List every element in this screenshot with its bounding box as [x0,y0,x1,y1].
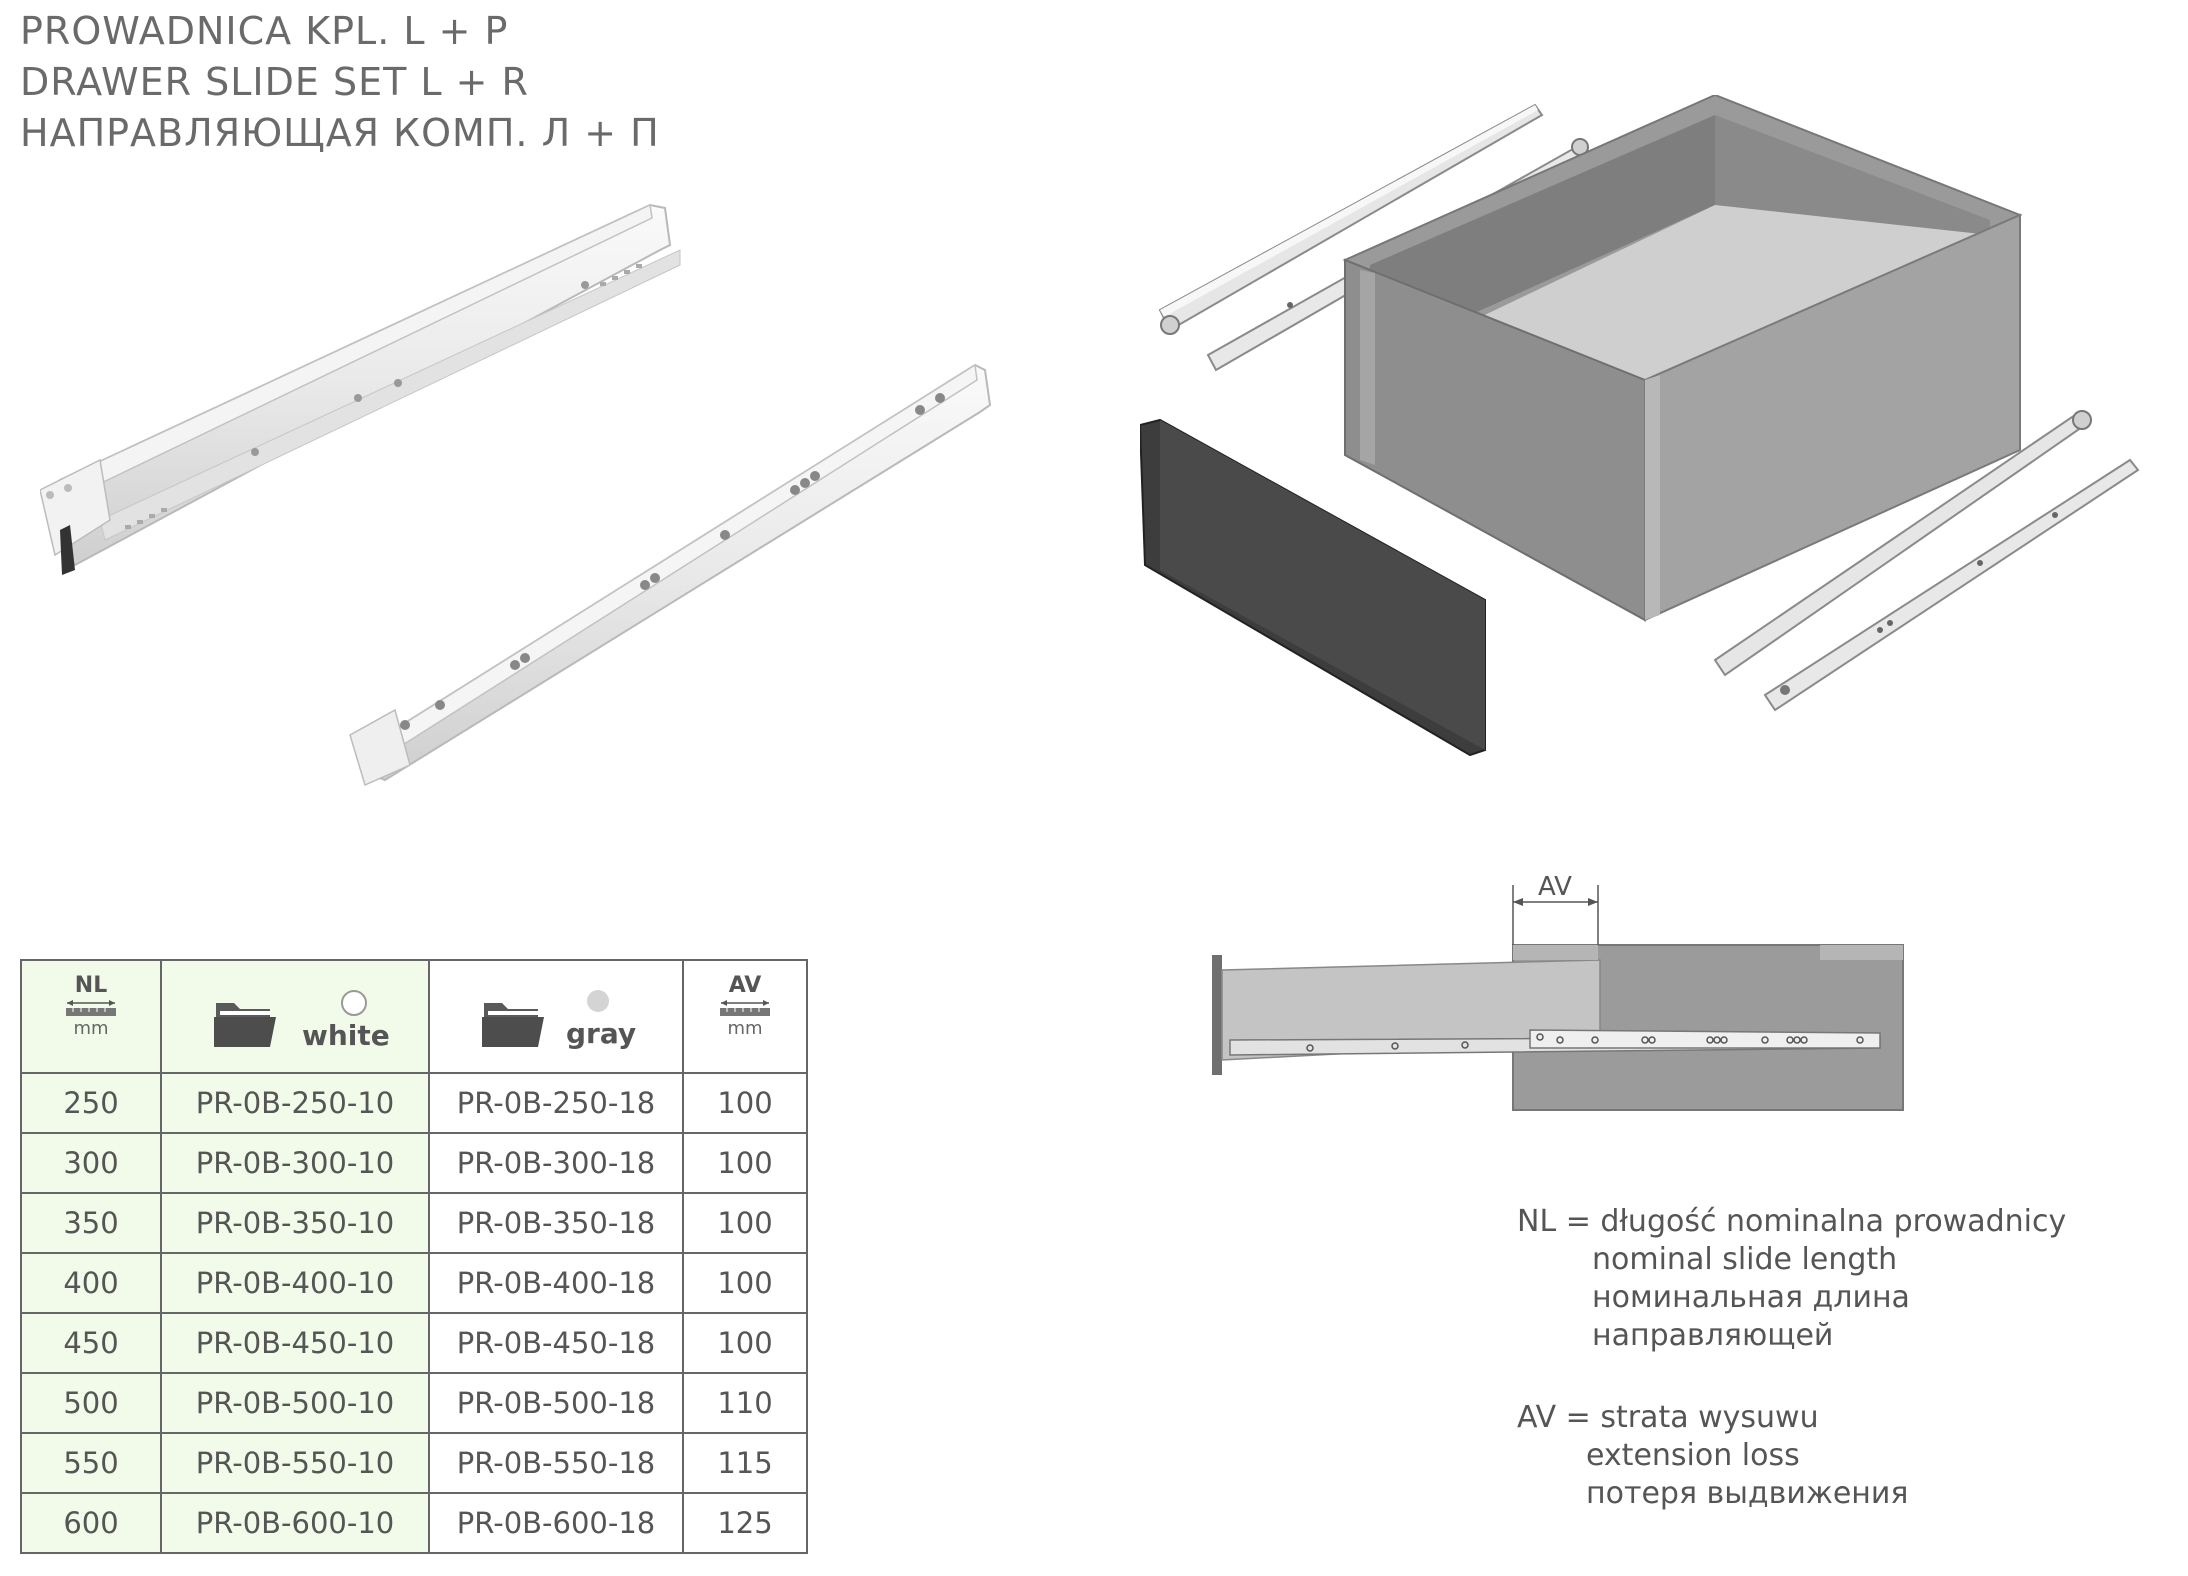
folder-icon-gray [482,1003,544,1047]
cell-white-code: PR-0B-500-10 [160,1372,430,1434]
cell-white-code: PR-0B-450-10 [160,1312,430,1374]
cell-av: 110 [682,1372,808,1434]
cell-gray-code: PR-0B-300-18 [428,1132,684,1194]
header-white: white [160,959,430,1074]
lower-slides [1713,410,2140,712]
cell-av: 100 [682,1252,808,1314]
legend-av-line2: extension loss [1586,1438,1800,1473]
header-av-label: AV [728,973,762,998]
header-nl-label: NL [74,973,108,998]
cell-gray-code: PR-0B-450-18 [428,1312,684,1374]
cell-nl: 600 [20,1492,162,1554]
legend: NL = długość nominalna prowadnicy nomina… [1517,1203,2066,1513]
cell-nl: 350 [20,1192,162,1254]
header-gray-label: gray [566,1017,637,1050]
cell-av: 100 [682,1192,808,1254]
cell-av: 115 [682,1432,808,1494]
drawer-front-panel [1140,418,1486,757]
legend-nl-line3: номинальная длина [1592,1280,1910,1315]
cell-av: 100 [682,1132,808,1194]
cell-gray-code: PR-0B-500-18 [428,1372,684,1434]
drawer-assembly-illustration [1140,95,2140,757]
header-nl: NL mm [20,959,162,1074]
header-gray: gray [428,959,684,1074]
cell-av: 125 [682,1492,808,1554]
white-swatch-icon [341,990,367,1016]
cell-white-code: PR-0B-300-10 [160,1132,430,1194]
legend-nl-line2: nominal slide length [1592,1242,1898,1277]
gray-swatch-icon [587,990,609,1012]
cabinet-slide-member [349,363,992,787]
cell-nl: 550 [20,1432,162,1494]
av-dimension-label: AV [1538,872,1572,902]
slide-pair-illustration [40,203,992,787]
cell-av: 100 [682,1072,808,1134]
legend-av-line3: потеря выдвижения [1586,1476,1909,1511]
cell-nl: 450 [20,1312,162,1374]
ruler-icon [66,1000,116,1016]
cell-white-code: PR-0B-250-10 [160,1072,430,1134]
cell-nl: 500 [20,1372,162,1434]
legend-nl-line4: направляющей [1592,1318,1834,1353]
header-white-label: white [302,1019,390,1052]
cell-white-code: PR-0B-550-10 [160,1432,430,1494]
cell-gray-code: PR-0B-600-18 [428,1492,684,1554]
header-av: AV mm [682,959,808,1074]
title-russian: НАПРАВЛЯЮЩАЯ КОМП. Л + П [20,111,660,155]
cell-nl: 300 [20,1132,162,1194]
title-block: PROWADNICA KPL. L + P DRAWER SLIDE SET L… [20,6,660,159]
cell-gray-code: PR-0B-250-18 [428,1072,684,1134]
table-row: 550 PR-0B-550-10 PR-0B-550-18 115 [20,1432,808,1494]
cell-white-code: PR-0B-600-10 [160,1492,430,1554]
drawer-box [1342,95,2023,622]
cell-white-code: PR-0B-400-10 [160,1252,430,1314]
table-header-row: NL mm [20,959,808,1074]
header-av-unit: mm [727,1018,763,1039]
folder-icon-white [214,1003,276,1047]
table-row: 350 PR-0B-350-10 PR-0B-350-18 100 [20,1192,808,1254]
table-row: 250 PR-0B-250-10 PR-0B-250-18 100 [20,1072,808,1134]
legend-av-line1: AV = strata wysuwu [1517,1400,1819,1435]
table-row: 450 PR-0B-450-10 PR-0B-450-18 100 [20,1312,808,1374]
table-row: 300 PR-0B-300-10 PR-0B-300-18 100 [20,1132,808,1194]
table-row: 400 PR-0B-400-10 PR-0B-400-18 100 [20,1252,808,1314]
cell-white-code: PR-0B-350-10 [160,1192,430,1254]
legend-nl-line1: NL = długość nominalna prowadnicy [1517,1204,2067,1239]
drawer-slide-member [40,203,681,575]
cell-gray-code: PR-0B-350-18 [428,1192,684,1254]
table-row: 600 PR-0B-600-10 PR-0B-600-18 125 [20,1492,808,1554]
cell-av: 100 [682,1312,808,1374]
title-polish: PROWADNICA KPL. L + P [20,9,509,53]
cell-nl: 250 [20,1072,162,1134]
cell-gray-code: PR-0B-400-18 [428,1252,684,1314]
extension-loss-diagram: AV [1200,860,1920,1120]
ruler-icon [720,1000,770,1016]
specification-table: NL mm [20,959,808,1554]
av-diagram-graphic: AV [1212,872,1904,1111]
title-english: DRAWER SLIDE SET L + R [20,60,529,104]
cell-gray-code: PR-0B-550-18 [428,1432,684,1494]
cell-nl: 400 [20,1252,162,1314]
header-nl-unit: mm [73,1018,109,1039]
table-row: 500 PR-0B-500-10 PR-0B-500-18 110 [20,1372,808,1434]
